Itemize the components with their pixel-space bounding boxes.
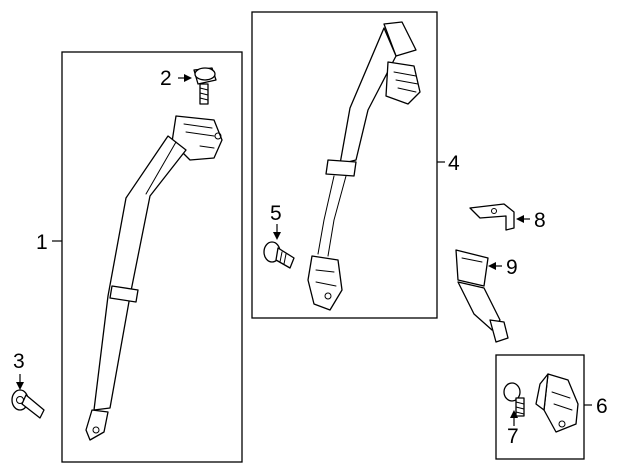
callout-6-label: 6: [596, 395, 608, 418]
callout-7-label: 7: [507, 425, 519, 448]
bracket-part: [469, 203, 515, 231]
seat-belt-assembly-part: [85, 115, 223, 441]
group-box-4: [251, 11, 438, 319]
buckle-strap-part: [455, 249, 509, 343]
group-box-1: [61, 51, 243, 463]
buckle-part: [535, 373, 579, 433]
bolt-part: [503, 382, 525, 417]
bolt-part: [263, 241, 295, 269]
callout-8-label: 8: [534, 209, 546, 232]
callout-5-label: 5: [270, 202, 282, 225]
callout-9-label: 9: [506, 256, 518, 279]
callout-4-label: 4: [448, 152, 460, 175]
group-box-6: [495, 354, 585, 460]
callout-3-label: 3: [13, 350, 25, 373]
bolt-part: [193, 67, 217, 105]
callout-2-label: 2: [160, 67, 172, 90]
callout-1-label: 1: [36, 231, 48, 254]
bolt-part: [11, 389, 45, 419]
seat-belt-assembly-part: [307, 21, 421, 311]
